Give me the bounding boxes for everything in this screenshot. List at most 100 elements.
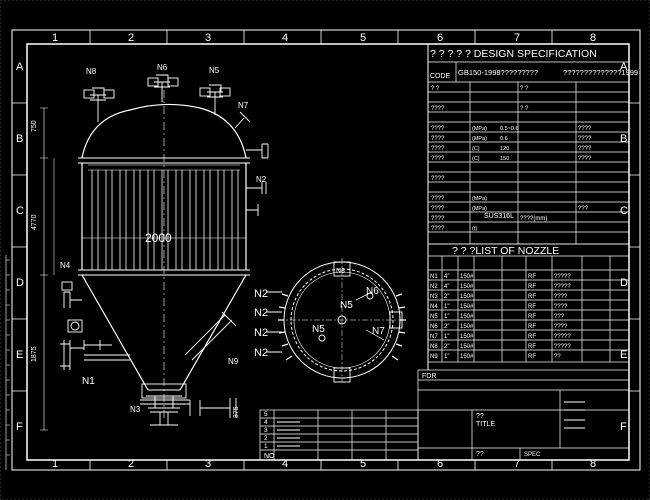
spec-row-label: ???? xyxy=(431,106,445,112)
spec-row-label: ???? xyxy=(431,146,445,152)
nozzle-cell-desc: ????? xyxy=(554,334,571,340)
tb-rev-numbers: 5 4 3 2 1 xyxy=(264,411,268,450)
outer-frame xyxy=(11,29,641,471)
label-n3: N3 xyxy=(130,405,141,414)
nozzle-cell-no: N9 xyxy=(430,354,438,360)
spec-row-label: ???? xyxy=(431,126,445,132)
nozzle-cell-no: N3 xyxy=(430,294,438,300)
nozzle-cell-rf: RF xyxy=(528,314,536,320)
row-marker: A xyxy=(16,61,24,73)
spec-row-unit: (C) xyxy=(472,146,480,152)
nozzle-cell-desc: ????? xyxy=(554,274,571,280)
title-block xyxy=(259,369,630,461)
spec-row-value: ? ? xyxy=(520,106,529,112)
nozzle-cell-no: N2 xyxy=(430,284,438,290)
row-marker: A xyxy=(620,61,628,73)
nozzle-cell-rating: 150# xyxy=(460,334,474,340)
row-marker: B xyxy=(16,133,23,145)
nozzle-table xyxy=(427,243,630,363)
nozzle-cell-no: N5 xyxy=(430,314,438,320)
nozzle-cell-size: 4" xyxy=(444,284,449,290)
plan-label-n7: N7 xyxy=(372,326,385,337)
label-n6: N6 xyxy=(157,63,168,72)
plan-label-n6: N6 xyxy=(366,286,379,297)
spec-row-unit: (t) xyxy=(472,226,477,232)
spec-row-note: ??? xyxy=(578,206,589,212)
col-marker: 8 xyxy=(590,32,596,44)
spec-row-label: ? ? xyxy=(431,86,440,92)
nozzle-cell-rating: 150# xyxy=(460,284,474,290)
row-marker: E xyxy=(16,349,23,361)
nozzle-cell-no: N6 xyxy=(430,324,438,330)
spec-row-label: ???? xyxy=(431,216,445,222)
nozzle-cell-size: 1" xyxy=(444,304,449,310)
plan-label-n2: N2 xyxy=(254,347,268,359)
nozzle-cell-rating: 150# xyxy=(460,294,474,300)
nozzle-cell-rating: 150# xyxy=(460,354,474,360)
spec-row-unit: (MPa) xyxy=(472,126,487,132)
plan-label-n8: N8 xyxy=(336,268,345,275)
nozzle-cell-size: 1" xyxy=(444,334,449,340)
left-margin-strip xyxy=(5,255,10,470)
plan-label-n5: N5 xyxy=(340,300,353,311)
nozzle-cell-rf: RF xyxy=(528,274,536,280)
row-marker: E xyxy=(620,349,627,361)
spec-row-note: ????(mm) xyxy=(520,216,547,222)
spec-row-label: ???? xyxy=(431,156,445,162)
rev-number: 1 xyxy=(264,443,268,450)
svg-text:1875: 1875 xyxy=(31,346,38,362)
spec-row-note: ???? xyxy=(578,136,592,142)
spec-code-value: GB150-1998????????? xyxy=(458,68,538,77)
nozzle-cell-rf: RF xyxy=(528,344,536,350)
top-nozzles xyxy=(83,74,251,129)
plan-labels: N2 N2 N2 N2 N5 N5 N6 N7 N8 xyxy=(254,268,385,359)
nozzle-cell-desc: ???? xyxy=(554,324,568,330)
col-marker: 8 xyxy=(590,458,596,470)
nozzle-cell-rf: RF xyxy=(528,354,536,360)
label-n4: N4 xyxy=(60,261,71,270)
plan-label-n2: N2 xyxy=(254,307,268,319)
col-marker: 5 xyxy=(360,458,366,470)
row-marker: B xyxy=(620,133,627,145)
nozzle-cell-rating: 150# xyxy=(460,344,474,350)
nozzle-cell-desc: ????? xyxy=(554,284,571,290)
row-marker: F xyxy=(16,421,23,433)
nozzle-cell-size: 2" xyxy=(444,344,449,350)
bottom-support xyxy=(140,383,237,426)
tb-title-q: ?? xyxy=(476,413,484,420)
col-marker: 6 xyxy=(437,458,443,470)
nozzle-cell-rating: 150# xyxy=(460,314,474,320)
nozzle-cell-no: N7 xyxy=(430,334,438,340)
spec-material: SUS316L xyxy=(484,213,514,220)
row-markers: A B C D E F A B C D E F xyxy=(12,61,640,433)
nozzle-cell-rf: RF xyxy=(528,324,536,330)
nozzle-cell-size: 1" xyxy=(444,314,449,320)
nozzle-cell-desc: ??? xyxy=(554,314,565,320)
spec-row-value: 0.6 xyxy=(500,136,508,142)
spec-row-value: 150 xyxy=(500,156,509,162)
nozzle-cell-rating: 150# xyxy=(460,274,474,280)
col-marker: 3 xyxy=(205,458,211,470)
tb-spec: SPEC xyxy=(524,452,541,458)
row-marker: F xyxy=(620,421,627,433)
spec-row-label: ???? xyxy=(431,176,445,182)
nozzle-cell-size: 2" xyxy=(444,324,449,330)
spec-row-value: 0.5~0.6 xyxy=(500,126,519,132)
nozzle-cell-desc: ?? xyxy=(554,354,561,360)
nozzle-cell-desc: ???? xyxy=(554,294,568,300)
nozzle-cell-no: N1 xyxy=(430,274,438,280)
nozzle-cell-rating: 150# xyxy=(460,304,474,310)
nozzle-cell-rating: 150# xyxy=(460,324,474,330)
rev-number: 3 xyxy=(264,427,268,434)
spec-row-value: 120 xyxy=(500,146,509,152)
shell-diameter-dim: 2000 xyxy=(145,231,172,245)
nozzle-cell-size: 1" xyxy=(444,354,449,360)
plan-label-n2: N2 xyxy=(254,327,268,339)
col-marker: 2 xyxy=(128,32,134,44)
row-marker: C xyxy=(16,205,24,217)
nozzle-cell-no: N4 xyxy=(430,304,438,310)
tb-title: TITLE xyxy=(476,421,495,428)
svg-text:375: 375 xyxy=(233,406,240,418)
col-marker: 4 xyxy=(282,458,288,470)
